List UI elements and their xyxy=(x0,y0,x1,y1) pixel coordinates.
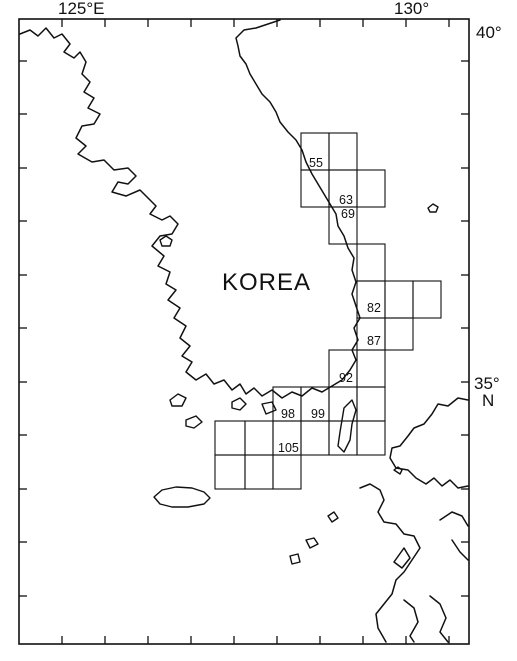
grid-cell-label: 82 xyxy=(367,301,381,315)
survey-grid xyxy=(214,132,442,490)
small-island-east-2 xyxy=(327,511,339,523)
longitude-label-125: 125°E xyxy=(58,0,105,18)
island-west-1 xyxy=(159,235,173,247)
grid-cell-label: 87 xyxy=(367,334,381,348)
island-south-1 xyxy=(169,393,187,407)
japan-coastline xyxy=(389,397,469,489)
island-south-3 xyxy=(231,397,247,411)
latitude-label-35: 35° xyxy=(474,374,500,393)
map-frame xyxy=(18,18,470,645)
tsushima-island xyxy=(337,399,357,453)
kyushu-coastline xyxy=(359,483,469,643)
grid-cell-label: 99 xyxy=(311,407,325,421)
small-island-east-3 xyxy=(305,537,319,549)
bottom-ticks xyxy=(61,636,450,644)
grid-cell-label: 92 xyxy=(339,371,353,385)
latitude-label-40: 40° xyxy=(476,23,502,42)
grid-cell-label: 55 xyxy=(309,156,323,170)
country-label: KOREA xyxy=(222,269,311,296)
grid-cell-label: 105 xyxy=(278,441,299,455)
jeju-island xyxy=(153,486,211,508)
small-island-east-4 xyxy=(289,553,301,565)
right-ticks xyxy=(461,60,469,597)
korea-coastline xyxy=(19,19,361,399)
grid-cell-label: 98 xyxy=(281,407,295,421)
grid-cell-label: 63 xyxy=(339,193,353,207)
longitude-label-130: 130° xyxy=(394,0,429,18)
top-ticks xyxy=(61,19,450,27)
ulleung-island xyxy=(427,203,439,213)
left-ticks xyxy=(19,60,27,597)
grid-cell-label: 69 xyxy=(341,207,355,221)
latitude-hemisphere-label: N xyxy=(482,391,494,410)
island-south-2 xyxy=(185,415,203,429)
island-south-4 xyxy=(261,401,277,415)
